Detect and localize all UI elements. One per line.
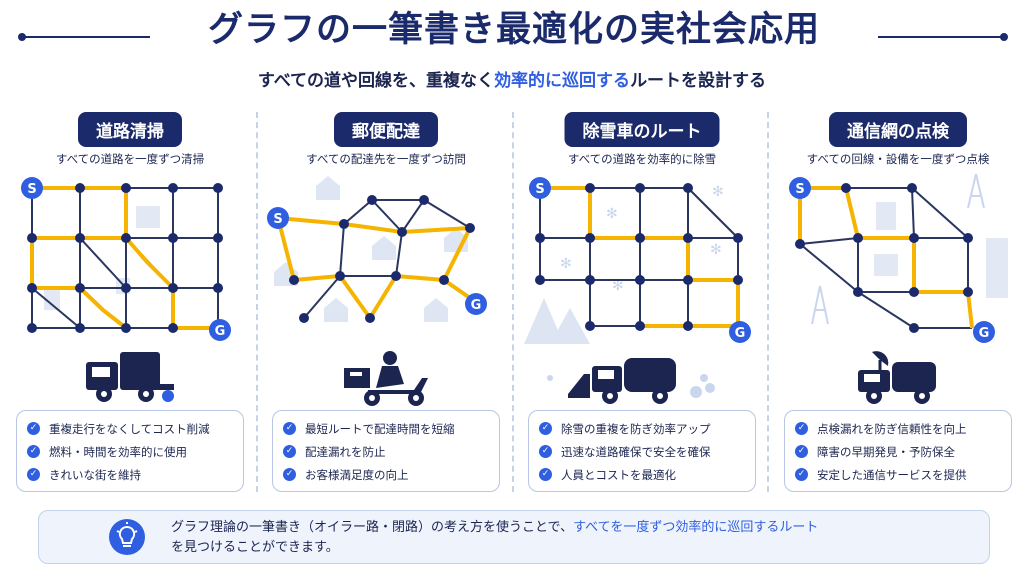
graph-nodes — [795, 183, 973, 333]
benefit-item: ✓人員とコストを最適化 — [539, 463, 745, 486]
graph-nodes — [27, 183, 223, 333]
goal-label: G — [471, 298, 482, 313]
panel-title: 通信網の点検 — [829, 112, 967, 147]
check-icon: ✓ — [795, 445, 808, 458]
benefit-item: ✓点検漏れを防ぎ信頼性を向上 — [795, 417, 1001, 440]
benefit-item: ✓お客様満足度の向上 — [283, 463, 489, 486]
start-marker: S — [529, 177, 551, 199]
page-title: グラフの一筆書き最適化の実社会応用 — [207, 10, 820, 50]
title-rule-dot-left — [18, 33, 26, 41]
title-row: グラフの一筆書き最適化の実社会応用 — [0, 8, 1024, 52]
background-snow: ✻ ✻ ✻ ✻ ✻ — [560, 184, 724, 294]
panel-divider — [767, 112, 769, 492]
graph-nodes — [289, 195, 475, 323]
start-label: S — [273, 212, 282, 227]
start-marker: S — [789, 177, 811, 199]
goal-marker: G — [729, 321, 751, 343]
street-sweeper-truck-icon — [86, 352, 174, 402]
check-icon: ✓ — [795, 468, 808, 481]
check-icon: ✓ — [283, 468, 296, 481]
benefit-list: ✓点検漏れを防ぎ信頼性を向上 ✓障害の早期発見・予防保全 ✓安定した通信サービス… — [784, 410, 1012, 492]
check-icon: ✓ — [27, 422, 40, 435]
svg-text:✻: ✻ — [560, 256, 572, 272]
background-towers — [811, 173, 985, 325]
start-label: S — [795, 182, 804, 197]
start-label: S — [27, 182, 36, 197]
check-icon: ✓ — [539, 445, 552, 458]
summary-footer: グラフ理論の一筆書き（オイラー路・閉路）の考え方を使うことで、すべてを一度ずつ効… — [38, 510, 990, 564]
svg-text:✻: ✻ — [606, 206, 618, 222]
panel-description: すべての道路を効率的に除雪 — [567, 152, 717, 166]
subtitle-highlight: 効率的に巡回する — [494, 71, 631, 91]
check-icon: ✓ — [539, 422, 552, 435]
panel-road-cleaning: 道路清掃 すべての道路を一度ずつ清掃 S G — [8, 108, 252, 498]
goal-marker: G — [973, 321, 995, 343]
benefit-item: ✓最短ルートで配達時間を短縮 — [283, 417, 489, 440]
goal-marker: G — [209, 319, 231, 341]
benefit-list: ✓最短ルートで配達時間を短縮 ✓配達漏れを防止 ✓お客様満足度の向上 — [272, 410, 500, 492]
svg-text:✻: ✻ — [710, 242, 722, 258]
delivery-route — [276, 216, 472, 320]
benefit-item: ✓除雪の重複を防ぎ効率アップ — [539, 417, 745, 440]
check-icon: ✓ — [283, 445, 296, 458]
panel-description: すべての配達先を一度ずつ訪問 — [306, 152, 466, 166]
panel-title: 除雪車のルート — [564, 112, 720, 147]
start-marker: S — [267, 207, 289, 229]
subtitle-pre: すべての道や回線を、重複なく — [257, 71, 495, 91]
snowplow-graph: ✻ ✻ ✻ ✻ ✻ S G — [524, 177, 751, 344]
snowplow-truck-icon — [547, 358, 715, 404]
postal-delivery-graph: S G — [267, 176, 487, 323]
goal-label: G — [735, 326, 746, 341]
svg-text:✻: ✻ — [712, 184, 724, 200]
background-mountains — [524, 298, 590, 344]
benefit-item: ✓重複走行をなくしてコスト削減 — [27, 417, 233, 440]
goal-marker: G — [465, 293, 487, 315]
start-label: S — [535, 182, 544, 197]
page-subtitle: すべての道や回線を、重複なく効率的に巡回するルートを設計する — [0, 66, 1024, 91]
light-bulb-icon — [109, 519, 145, 555]
plow-route — [540, 186, 740, 328]
goal-label: G — [215, 324, 226, 339]
summary-highlight: すべてを一度ずつ効率的に巡回するルート — [573, 520, 819, 535]
panel-divider — [512, 112, 514, 492]
graph-nodes — [535, 183, 743, 331]
delivery-scooter-icon — [344, 351, 428, 406]
goal-label: G — [979, 326, 990, 341]
panel-description: すべての道路を一度ずつ清掃 — [55, 152, 205, 166]
benefit-item: ✓迅速な道路確保で安全を確保 — [539, 440, 745, 463]
check-icon: ✓ — [539, 468, 552, 481]
benefit-item: ✓配達漏れを防止 — [283, 440, 489, 463]
network-graph: S G — [789, 173, 1008, 343]
check-icon: ✓ — [795, 422, 808, 435]
panel-divider — [256, 112, 258, 492]
title-rule-left — [22, 36, 150, 38]
panel-network-inspection: 通信網の点検 すべての回線・設備を一度ずつ点検 — [776, 108, 1020, 498]
title-rule-dot-right — [1000, 33, 1008, 41]
subtitle-post: ルートを設計する — [630, 71, 767, 91]
benefit-item: ✓障害の早期発見・予防保全 — [795, 440, 1001, 463]
background-buildings — [874, 202, 1008, 298]
summary-text: グラフ理論の一筆書き（オイラー路・閉路）の考え方を使うことで、すべてを一度ずつ効… — [171, 520, 819, 555]
start-marker: S — [21, 177, 43, 199]
benefit-item: ✓燃料・時間を効率的に使用 — [27, 440, 233, 463]
check-icon: ✓ — [283, 422, 296, 435]
panel-snowplow-route: 除雪車のルート すべての道路を効率的に除雪 ✻ ✻ ✻ ✻ ✻ S G — [520, 108, 764, 498]
check-icon: ✓ — [27, 468, 40, 481]
panel-description: すべての回線・設備を一度ずつ点検 — [806, 152, 990, 166]
benefit-item: ✓きれいな街を維持 — [27, 463, 233, 486]
inspection-truck-icon — [858, 351, 936, 404]
panel-title: 道路清掃 — [78, 112, 182, 147]
panel-title: 郵便配達 — [334, 112, 438, 147]
title-rule-right — [878, 36, 1004, 38]
benefit-item: ✓安定した通信サービスを提供 — [795, 463, 1001, 486]
panel-postal-delivery: 郵便配達 すべての配達先を一度ずつ訪問 S — [264, 108, 508, 498]
check-icon: ✓ — [27, 445, 40, 458]
benefit-list: ✓重複走行をなくしてコスト削減 ✓燃料・時間を効率的に使用 ✓きれいな街を維持 — [16, 410, 244, 492]
road-cleaning-graph: S G — [21, 177, 231, 341]
svg-text:✻: ✻ — [612, 278, 624, 294]
benefit-list: ✓除雪の重複を防ぎ効率アップ ✓迅速な道路確保で安全を確保 ✓人員とコストを最適… — [528, 410, 756, 492]
